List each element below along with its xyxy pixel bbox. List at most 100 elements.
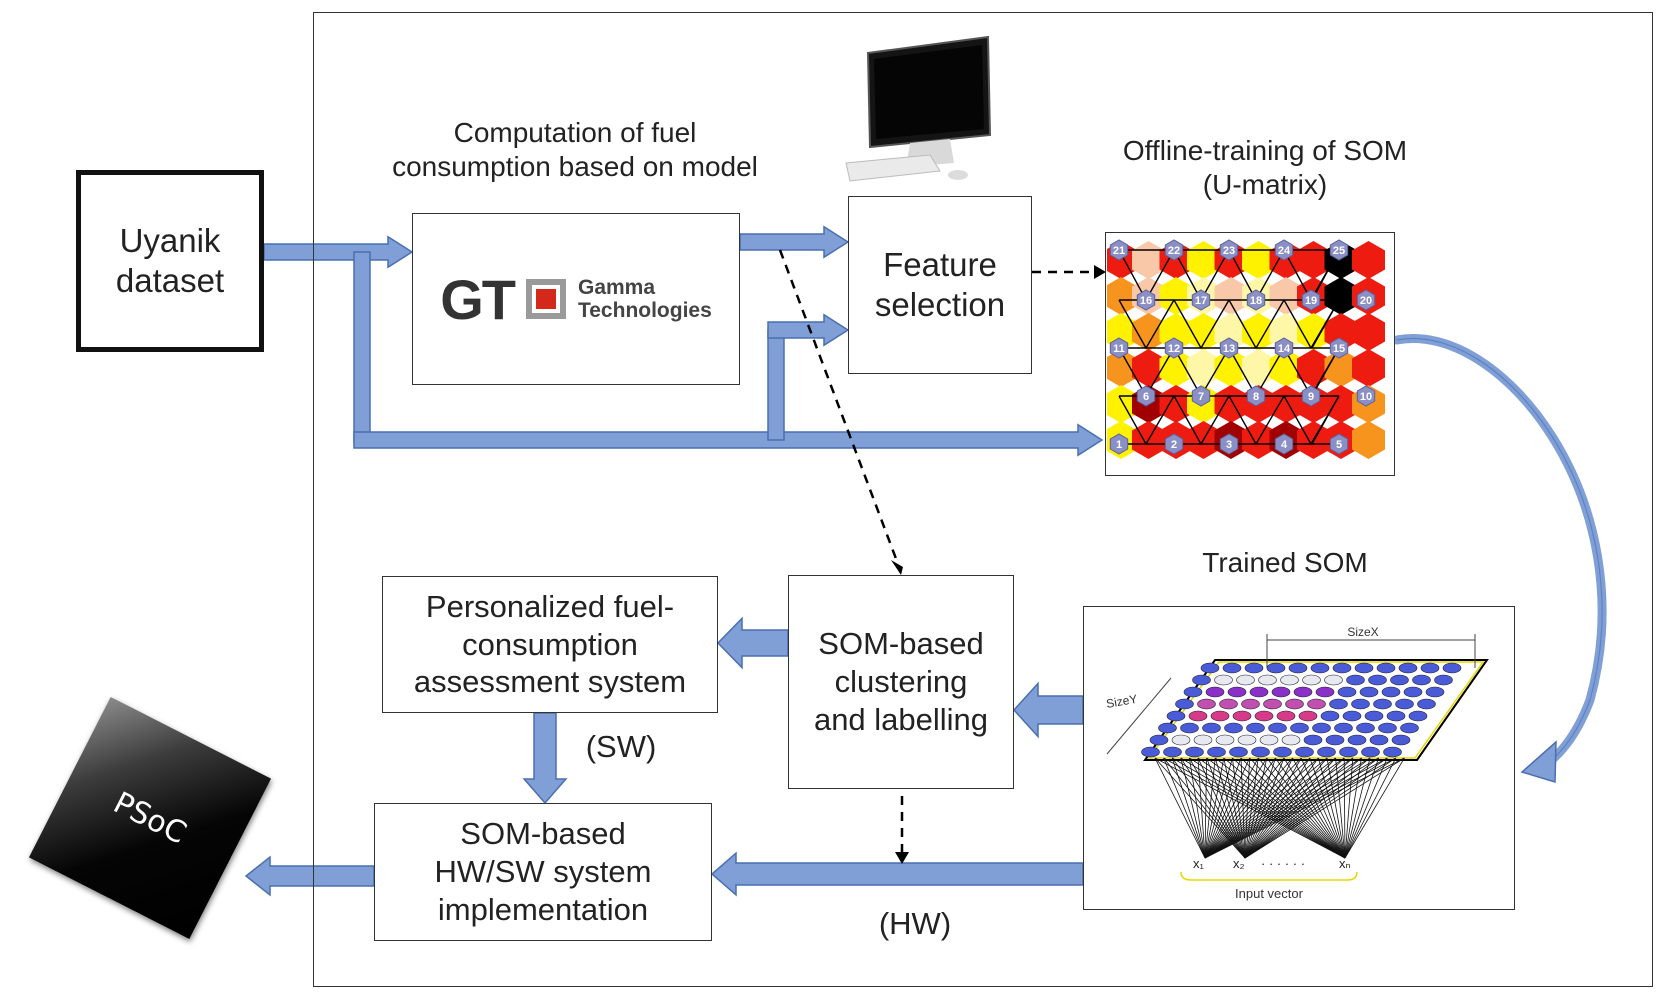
som-weight-line bbox=[1318, 757, 1346, 859]
som-neuron bbox=[1442, 662, 1462, 674]
umatrix-cell bbox=[1242, 313, 1275, 351]
som-neuron bbox=[1403, 686, 1423, 698]
som-neuron bbox=[1171, 734, 1191, 746]
umatrix-cell bbox=[1352, 349, 1385, 387]
som-neuron bbox=[1254, 710, 1274, 722]
som-weight-line bbox=[1204, 757, 1379, 859]
umatrix-node bbox=[1164, 433, 1184, 455]
umatrix-node-label: 6 bbox=[1143, 391, 1149, 403]
som-neuron bbox=[1347, 734, 1367, 746]
umatrix-node bbox=[1356, 385, 1376, 407]
som-neuron bbox=[1214, 674, 1233, 686]
som-neuron bbox=[1364, 710, 1384, 722]
som-weight-line bbox=[1275, 757, 1346, 859]
som-neuron bbox=[1281, 734, 1301, 746]
input-xn-label: xₙ bbox=[1339, 856, 1351, 871]
gt-logo: GT Gamma Technologies bbox=[440, 267, 712, 332]
umatrix-node bbox=[1301, 289, 1321, 311]
umatrix-node-label: 25 bbox=[1333, 245, 1345, 257]
umatrix-node-label: 3 bbox=[1226, 439, 1232, 451]
curved-arrow-head bbox=[1520, 740, 1557, 784]
arrow-trained-to-implementation bbox=[710, 851, 1084, 897]
umatrix-link bbox=[1145, 347, 1175, 397]
som-neuron bbox=[1163, 746, 1182, 758]
som-weight-line bbox=[1326, 757, 1346, 859]
som-neuron bbox=[1219, 698, 1238, 710]
umatrix-node-label: 14 bbox=[1278, 343, 1291, 355]
umatrix-node-label: 10 bbox=[1360, 391, 1372, 403]
som-weight-line bbox=[1344, 757, 1405, 859]
umatrix-node bbox=[1109, 337, 1129, 359]
arrow-branch-to-feature bbox=[767, 313, 850, 347]
umatrix-node bbox=[1219, 433, 1239, 455]
umatrix-node bbox=[1191, 289, 1211, 311]
som-neuron bbox=[1395, 698, 1414, 710]
umatrix-node bbox=[1246, 385, 1266, 407]
som-weight-line bbox=[1163, 757, 1346, 859]
som-weight-line bbox=[1204, 757, 1207, 859]
umatrix-cell bbox=[1352, 241, 1385, 279]
som-neuron bbox=[1141, 746, 1160, 758]
som-weight-line bbox=[1344, 757, 1397, 859]
som-neuron bbox=[1361, 746, 1380, 758]
som-weight-line bbox=[1244, 757, 1250, 859]
hwsw-implementation-box: SOM-based HW/SW system implementation bbox=[374, 803, 712, 941]
umatrix-link bbox=[1200, 347, 1230, 397]
som-neuron bbox=[1207, 746, 1226, 758]
umatrix-node bbox=[1329, 239, 1349, 261]
umatrix-cell bbox=[1107, 277, 1138, 315]
som-weight-line bbox=[1204, 757, 1388, 859]
umatrix-cell bbox=[1324, 385, 1358, 423]
umatrix-cell bbox=[1352, 421, 1385, 459]
hwsw-implementation-label: SOM-based HW/SW system implementation bbox=[434, 816, 652, 927]
gt-mark: GT bbox=[440, 267, 516, 331]
som-neuron bbox=[1408, 710, 1428, 722]
umatrix-node bbox=[1329, 337, 1349, 359]
som-weight-line bbox=[1300, 757, 1346, 859]
som-neuron bbox=[1298, 710, 1318, 722]
som-neuron bbox=[1185, 746, 1204, 758]
arrow-trained-to-clustering bbox=[1012, 681, 1084, 739]
som-weight-line bbox=[1204, 757, 1396, 859]
umatrix-cell bbox=[1214, 277, 1248, 315]
som-weight-line bbox=[1232, 757, 1346, 859]
som-weight-line bbox=[1204, 757, 1311, 859]
som-neuron bbox=[1180, 722, 1199, 734]
umatrix-link bbox=[1255, 249, 1285, 301]
sizey-line bbox=[1106, 677, 1172, 755]
som-weight-line bbox=[1204, 757, 1250, 859]
som-weight-line bbox=[1204, 757, 1371, 859]
som-neuron bbox=[1251, 746, 1270, 758]
som-neuron bbox=[1373, 698, 1392, 710]
som-neuron bbox=[1158, 722, 1177, 734]
som-neuron bbox=[1315, 686, 1335, 698]
umatrix-link bbox=[1228, 249, 1257, 301]
som-neuron bbox=[1249, 686, 1269, 698]
som-weight-line bbox=[1344, 757, 1362, 859]
som-neuron bbox=[1237, 734, 1257, 746]
dashed-clustering-head bbox=[895, 852, 909, 864]
umatrix-node bbox=[1274, 337, 1294, 359]
umatrix-link bbox=[1283, 299, 1312, 349]
som-neuron bbox=[1320, 710, 1340, 722]
dashed-gt-head bbox=[891, 560, 903, 575]
umatrix-link bbox=[1311, 249, 1340, 301]
som-neuron bbox=[1332, 662, 1352, 674]
som-neuron bbox=[1166, 710, 1186, 722]
som-neuron bbox=[1293, 686, 1313, 698]
umatrix-node-label: 18 bbox=[1250, 295, 1262, 307]
som-neuron bbox=[1290, 722, 1309, 734]
psoc-label: PSoC bbox=[108, 785, 192, 851]
som-weight-line bbox=[1171, 757, 1206, 859]
som-neuron bbox=[1339, 746, 1358, 758]
dashed-gt-to-clustering bbox=[778, 249, 900, 565]
umatrix-link bbox=[1283, 249, 1312, 301]
umatrix-node-label: 5 bbox=[1336, 439, 1342, 451]
som-neuron bbox=[1224, 722, 1243, 734]
som-weight-line bbox=[1204, 757, 1276, 859]
arrow-gt-to-feature bbox=[739, 225, 850, 259]
som-weight-line bbox=[1309, 757, 1346, 859]
som-weight-line bbox=[1344, 757, 1379, 859]
